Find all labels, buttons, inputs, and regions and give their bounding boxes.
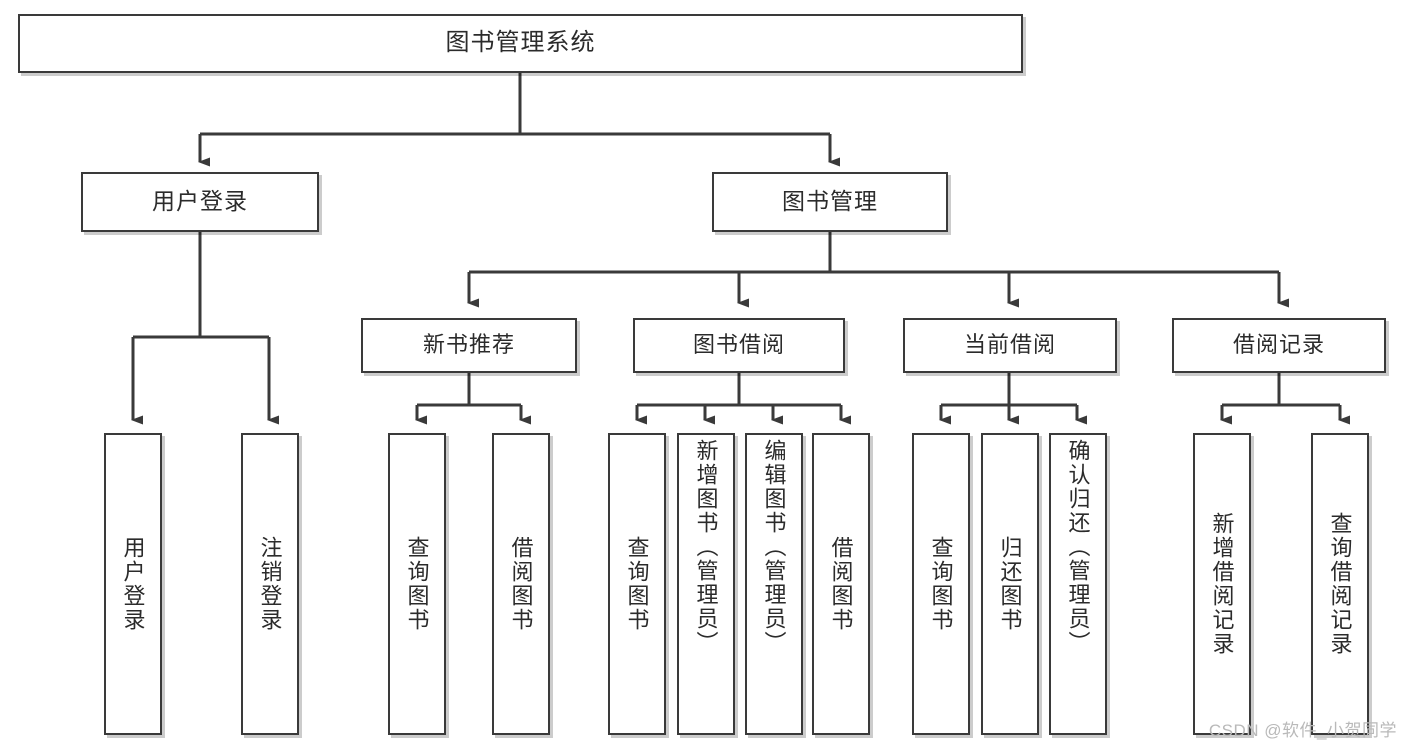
node-label: 图书管理系统 xyxy=(445,29,596,57)
leaf-query-book-recommend[interactable]: 查询图书 xyxy=(388,433,446,735)
node-label: 查询图书 xyxy=(404,536,430,632)
leaf-edit-book-admin[interactable]: 编辑图书（管理员） xyxy=(745,433,803,735)
leaf-query-book-current[interactable]: 查询图书 xyxy=(912,433,970,735)
leaf-query-book-borrow[interactable]: 查询图书 xyxy=(608,433,666,735)
node-label: 确认归还（管理员） xyxy=(1065,439,1091,655)
leaf-borrow-book[interactable]: 借阅图书 xyxy=(812,433,870,735)
node-label: 新增借阅记录 xyxy=(1209,512,1235,656)
leaf-add-borrow-record[interactable]: 新增借阅记录 xyxy=(1193,433,1251,735)
node-label: 借阅图书 xyxy=(508,536,534,632)
node-user-login[interactable]: 用户登录 xyxy=(81,172,319,232)
node-book-borrow[interactable]: 图书借阅 xyxy=(633,318,845,373)
leaf-confirm-return-admin[interactable]: 确认归还（管理员） xyxy=(1049,433,1107,735)
node-label: 新增图书（管理员） xyxy=(693,439,719,655)
leaf-borrow-book-recommend[interactable]: 借阅图书 xyxy=(492,433,550,735)
node-label: 归还图书 xyxy=(997,536,1023,632)
leaf-return-book[interactable]: 归还图书 xyxy=(981,433,1039,735)
leaf-query-borrow-record[interactable]: 查询借阅记录 xyxy=(1311,433,1369,735)
node-label: 查询图书 xyxy=(624,536,650,632)
node-label: 查询借阅记录 xyxy=(1327,512,1353,656)
node-label: 编辑图书（管理员） xyxy=(761,439,787,655)
leaf-logout[interactable]: 注销登录 xyxy=(241,433,299,735)
node-current-borrow[interactable]: 当前借阅 xyxy=(903,318,1117,373)
node-root-system[interactable]: 图书管理系统 xyxy=(18,14,1023,73)
leaf-user-login[interactable]: 用户登录 xyxy=(104,433,162,735)
node-label: 注销登录 xyxy=(257,536,283,632)
node-label: 新书推荐 xyxy=(422,332,515,358)
node-book-management[interactable]: 图书管理 xyxy=(712,172,948,232)
node-new-book-recommend[interactable]: 新书推荐 xyxy=(361,318,577,373)
leaf-add-book-admin[interactable]: 新增图书（管理员） xyxy=(677,433,735,735)
node-label: 用户登录 xyxy=(152,188,248,215)
node-label: 借阅记录 xyxy=(1232,332,1325,358)
node-label: 图书管理 xyxy=(782,188,878,215)
node-label: 用户登录 xyxy=(120,536,146,632)
node-label: 当前借阅 xyxy=(963,332,1056,358)
node-label: 查询图书 xyxy=(928,536,954,632)
node-borrow-record[interactable]: 借阅记录 xyxy=(1172,318,1386,373)
node-label: 借阅图书 xyxy=(828,536,854,632)
watermark-text: CSDN @软件_小贺同学 xyxy=(1208,721,1397,740)
node-label: 图书借阅 xyxy=(692,332,785,358)
